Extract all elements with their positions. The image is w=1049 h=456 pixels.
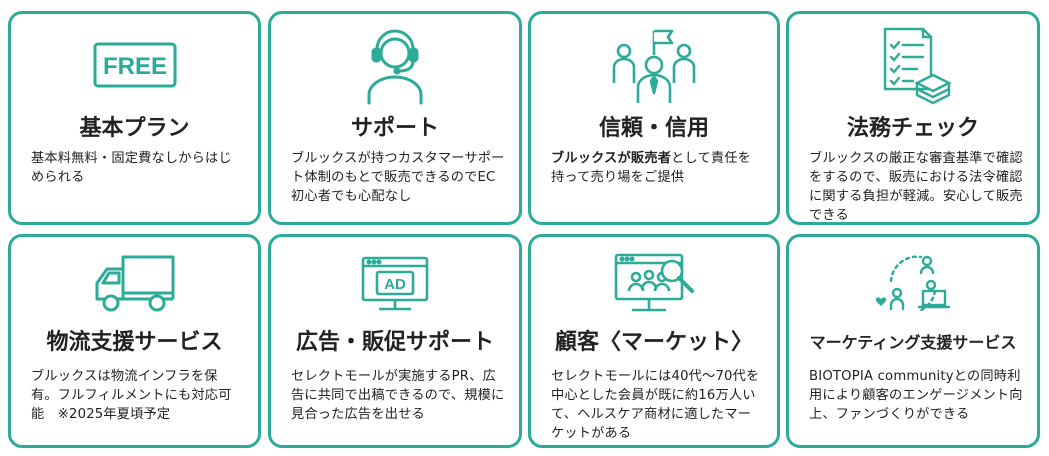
card-description: ブルックスの厳正な審査基準で確認をするので、販売における法令確認に関する負担が軽… [809,151,1023,223]
card-title: マーケティング支援サービス [809,333,1017,352]
card-description: ブルックスが持つカスタマーサポート体制のもとで販売できるのでEC初心者でも心配な… [291,151,505,204]
card-description-rest: として責任を持って売り場をご提供 [551,151,752,185]
card-marketing-support: マーケティング支援サービス BIOTOPIA communityとの同時利用によ… [786,234,1040,448]
engagement-network-icon [789,243,1037,323]
card-description: ブルックスは物流インフラを保有。フルフィルメントにも対応可能 ※2025年夏頃予… [31,369,232,422]
card-basic-plan: FREE 基本プラン 基本料無料・固定費なしからはじめられる [8,11,261,225]
card-logistics: 物流支援サービス ブルックスは物流インフラを保有。フルフィルメントにも対応可能 … [8,234,261,448]
card-legal-check: 法務チェック ブルックスの厳正な審査基準で確認をするので、販売における法令確認に… [786,11,1040,225]
card-market: 顧客〈マーケット〉 セレクトモールには40代〜70代を中心とした会員が既に約16… [528,234,780,448]
free-badge-text: FREE [102,53,166,80]
card-title: 物流支援サービス [46,330,223,355]
ad-text: AD [384,276,406,293]
delivery-truck-icon [11,243,258,323]
card-description: 基本料無料・固定費なしからはじめられる [31,151,232,185]
card-title: 法務チェック [846,116,979,141]
free-badge-icon: FREE [11,22,258,108]
checklist-document-icon [789,22,1037,108]
card-trust: 信頼・信用 ブルックスが販売者として責任を持って売り場をご提供 [528,11,780,225]
headset-support-icon [271,22,519,108]
card-title: 基本プラン [79,116,190,141]
ad-screen-icon: AD [271,243,519,323]
card-advertising: AD 広告・販促サポート セレクトモールが実施するPR、広告に共同で出稿できるの… [268,234,522,448]
card-title: 顧客〈マーケット〉 [554,330,753,355]
market-analysis-icon [531,243,777,323]
card-title: サポート [350,116,439,141]
card-description: セレクトモールには40代〜70代を中心とした会員が既に約16万人いて、ヘルスケア… [551,369,760,441]
card-description: セレクトモールが実施するPR、広告に共同で出稿できるので、規模に見合った広告を出… [291,369,505,422]
team-flag-icon [531,22,777,108]
card-description-bold: ブルックスが販売者 [551,151,672,166]
card-title: 広告・販促サポート [295,330,494,355]
card-description: ブルックスが販売者として責任を持って売り場をご提供 [551,149,763,187]
card-support: サポート ブルックスが持つカスタマーサポート体制のもとで販売できるのでEC初心者… [268,11,522,225]
card-title: 信頼・信用 [598,116,709,141]
card-description: BIOTOPIA communityとの同時利用により顧客のエンゲージメント向上… [809,369,1023,422]
